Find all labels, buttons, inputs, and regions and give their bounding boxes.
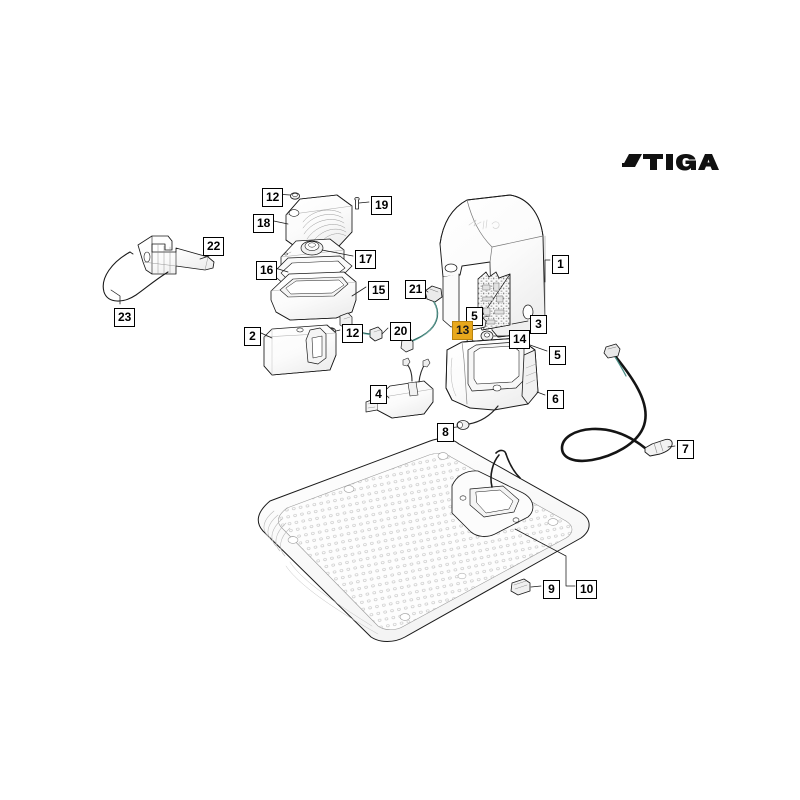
part-19-pin-fastener bbox=[354, 196, 360, 210]
part-7-power-supply-cable bbox=[560, 343, 673, 463]
part-8-cable-grommet bbox=[456, 405, 499, 430]
callout-label-19: 19 bbox=[371, 196, 393, 215]
part-3-main-circuit-board bbox=[477, 271, 511, 331]
callout-label-9: 9 bbox=[543, 580, 560, 599]
callout-label-6: 6 bbox=[547, 390, 564, 409]
callout-label-13-highlighted: 13 bbox=[452, 321, 474, 340]
callout-label-7: 7 bbox=[677, 440, 694, 459]
callout-label-2: 2 bbox=[244, 327, 261, 346]
part-12-screw-top bbox=[289, 192, 300, 200]
part-15-lower-module-tray bbox=[270, 271, 357, 329]
part-9-base-plate-clip bbox=[510, 578, 531, 596]
part-1-upper-cover-shell bbox=[439, 194, 546, 338]
part-23-wire-retainer-clip bbox=[102, 251, 169, 302]
part-10-base-plate bbox=[257, 438, 590, 642]
part-4-wires bbox=[402, 357, 431, 383]
callout-label-18: 18 bbox=[253, 214, 275, 233]
part-2-side-trim-panel bbox=[263, 324, 337, 376]
callout-label-23: 23 bbox=[114, 308, 136, 327]
callout-label-20: 20 bbox=[390, 322, 412, 341]
part-6-lower-housing-body bbox=[445, 337, 539, 411]
part-22-mounting-bracket bbox=[137, 235, 215, 275]
callout-label-12: 12 bbox=[342, 324, 364, 343]
callout-label-4: 4 bbox=[370, 385, 387, 404]
callout-label-22: 22 bbox=[203, 237, 225, 256]
callout-label-8: 8 bbox=[437, 423, 454, 442]
callout-label-17: 17 bbox=[355, 250, 377, 269]
callout-label-1: 1 bbox=[552, 255, 569, 274]
callout-label-5: 5 bbox=[549, 346, 566, 365]
callout-label-21: 21 bbox=[405, 280, 427, 299]
callout-label-3: 3 bbox=[530, 315, 547, 334]
callout-label-15: 15 bbox=[368, 281, 390, 300]
callout-label-12: 12 bbox=[262, 188, 284, 207]
callout-label-16: 16 bbox=[256, 261, 278, 280]
stiga-brand-logo bbox=[620, 148, 720, 182]
callout-label-10: 10 bbox=[576, 580, 598, 599]
part-18-textured-top-cover bbox=[285, 194, 353, 251]
callout-label-14: 14 bbox=[509, 330, 531, 349]
base-plate-mounted-module bbox=[451, 449, 534, 537]
